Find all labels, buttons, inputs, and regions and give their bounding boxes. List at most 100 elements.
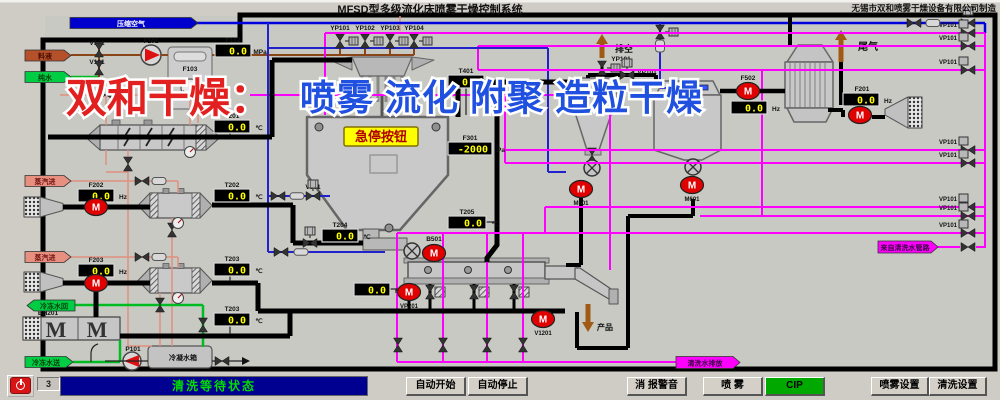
- valve-drain-1[interactable]: [393, 337, 403, 353]
- flow-label-text: 冷冻水送: [32, 358, 61, 367]
- valve-s3[interactable]: [182, 90, 198, 100]
- valve-drain-4[interactable]: [518, 337, 528, 353]
- valve-VP101[interactable]: [960, 158, 976, 168]
- tag-P101: P101: [125, 346, 141, 353]
- display-tag: T205: [460, 209, 475, 216]
- pump-F101[interactable]: [140, 44, 162, 66]
- cip-manifold-row: [325, 19, 985, 34]
- cyclone: [569, 77, 618, 156]
- tag-排空: 排空: [615, 43, 633, 54]
- display-T202: 0.0: [213, 188, 251, 203]
- motor-VP201[interactable]: M: [396, 282, 422, 302]
- display-value: 0.0: [228, 192, 246, 203]
- rotary-valve[interactable]: [684, 158, 702, 176]
- company-name: 无锡市双和喷雾干燥设备有限公司制造: [851, 3, 996, 13]
- valve-VP101-bagfilter[interactable]: [619, 58, 635, 80]
- valve-bed-1[interactable]: [425, 284, 435, 300]
- valve-VP101[interactable]: [960, 65, 976, 75]
- tag-VP101: VP101: [939, 23, 958, 29]
- cip-pipes: [250, 33, 986, 363]
- emergency-stop-button[interactable]: 急停按钮: [343, 126, 419, 147]
- valve-V301[interactable]: [305, 179, 321, 201]
- motor-M501[interactable]: M: [568, 179, 594, 199]
- valve-VP101[interactable]: [960, 228, 976, 238]
- button-cip[interactable]: CIP: [765, 377, 825, 396]
- valve-YP103[interactable]: [385, 33, 409, 49]
- valve-steam-3[interactable]: [134, 252, 150, 262]
- display-value: 0.0: [228, 316, 246, 327]
- motor[interactable]: M: [83, 197, 109, 217]
- flow-label: [24, 356, 74, 368]
- flow-label: [26, 299, 76, 312]
- intake-filter-row3: [23, 271, 64, 293]
- inline-element: [151, 253, 167, 261]
- valve-YP104[interactable]: [409, 33, 433, 49]
- valve-ch-1[interactable]: [270, 191, 286, 201]
- valve-trap-3[interactable]: [155, 297, 165, 313]
- valve-V102[interactable]: [94, 42, 104, 58]
- window-title: MFSD型多级流化床喷雾干燥控制系统: [337, 4, 523, 16]
- tag-VP101: VP101: [939, 36, 958, 42]
- display-unit: ℃: [255, 267, 263, 275]
- valve-YP101[interactable]: [335, 33, 359, 49]
- button-spray-settings[interactable]: 喷雾设置: [871, 377, 929, 396]
- valve-tank-out[interactable]: [214, 356, 230, 366]
- valve-ch-2[interactable]: [273, 247, 289, 257]
- flow-label: [69, 17, 199, 29]
- tag-F103: F103: [183, 66, 198, 73]
- valve-YP102[interactable]: [360, 33, 384, 49]
- button-clean-settings[interactable]: 清洗设置: [929, 377, 987, 396]
- counter-box: 3: [37, 377, 60, 391]
- tag-VP101: VP101: [939, 206, 958, 212]
- display-T201: 0.0: [213, 119, 251, 134]
- motor-M601[interactable]: M: [679, 175, 705, 195]
- motor[interactable]: M: [83, 273, 109, 293]
- display-tag: T204: [333, 222, 348, 229]
- title-bar: MFSD型多级流化床喷雾干燥控制系统 无锡市双和喷雾干燥设备有限公司制造: [0, 0, 1000, 16]
- display-unit: Hz: [772, 106, 781, 113]
- flow-label-text: 压缩空气: [117, 19, 145, 28]
- valve-V101[interactable]: [94, 60, 104, 76]
- svg-text:M: M: [46, 317, 67, 342]
- button-spray[interactable]: 喷 雾: [703, 377, 763, 396]
- valve-ch-gate[interactable]: [302, 226, 318, 248]
- valve-cyclone[interactable]: [587, 147, 597, 163]
- valve-drain-3[interactable]: [482, 337, 492, 353]
- valve-supply[interactable]: [960, 242, 976, 252]
- valve-s2[interactable]: [116, 90, 132, 100]
- motor[interactable]: M: [847, 105, 873, 125]
- tag-F502: F502: [741, 75, 756, 82]
- display-value: 0.0: [228, 266, 246, 277]
- valve-VP101[interactable]: [960, 211, 976, 221]
- power-button[interactable]: [7, 375, 34, 397]
- display-value: 0.0: [464, 219, 482, 230]
- inline-element: [925, 19, 941, 27]
- display-T203: 0.0: [213, 262, 251, 277]
- valve-bed-2[interactable]: [469, 284, 479, 300]
- panel-frame: [40, 12, 998, 372]
- valve-trap-1[interactable]: [123, 156, 133, 172]
- display-unit: ℃: [255, 124, 263, 132]
- valve-drain-2[interactable]: [438, 337, 448, 353]
- motor[interactable]: M: [735, 81, 761, 101]
- valve-chw[interactable]: [198, 317, 208, 333]
- motor[interactable]: M: [421, 243, 447, 263]
- motor-m: M: [405, 288, 413, 299]
- button-mute-alarm[interactable]: 消 报警音: [627, 377, 687, 396]
- inline-element: [151, 177, 167, 185]
- valve-steam-2[interactable]: [134, 176, 150, 186]
- tag-YP101: YP101: [611, 56, 631, 63]
- button-auto-stop[interactable]: 自动停止: [468, 377, 528, 396]
- valve-YP101-vent[interactable]: [597, 60, 621, 76]
- vent-arrow: [596, 34, 608, 58]
- motor-V1201[interactable]: M: [530, 309, 556, 329]
- display-value: 0.0: [368, 286, 386, 297]
- valve-VP101[interactable]: [960, 41, 976, 51]
- valve-air-main[interactable]: [906, 18, 922, 28]
- button-auto-start[interactable]: 自动开始: [406, 377, 466, 396]
- valve-s1[interactable]: [98, 90, 114, 100]
- rotary-valve[interactable]: [403, 242, 421, 260]
- intake-filter-row2: [23, 196, 64, 218]
- valve-bed-3[interactable]: [509, 284, 519, 300]
- display-tag: F203: [89, 257, 104, 264]
